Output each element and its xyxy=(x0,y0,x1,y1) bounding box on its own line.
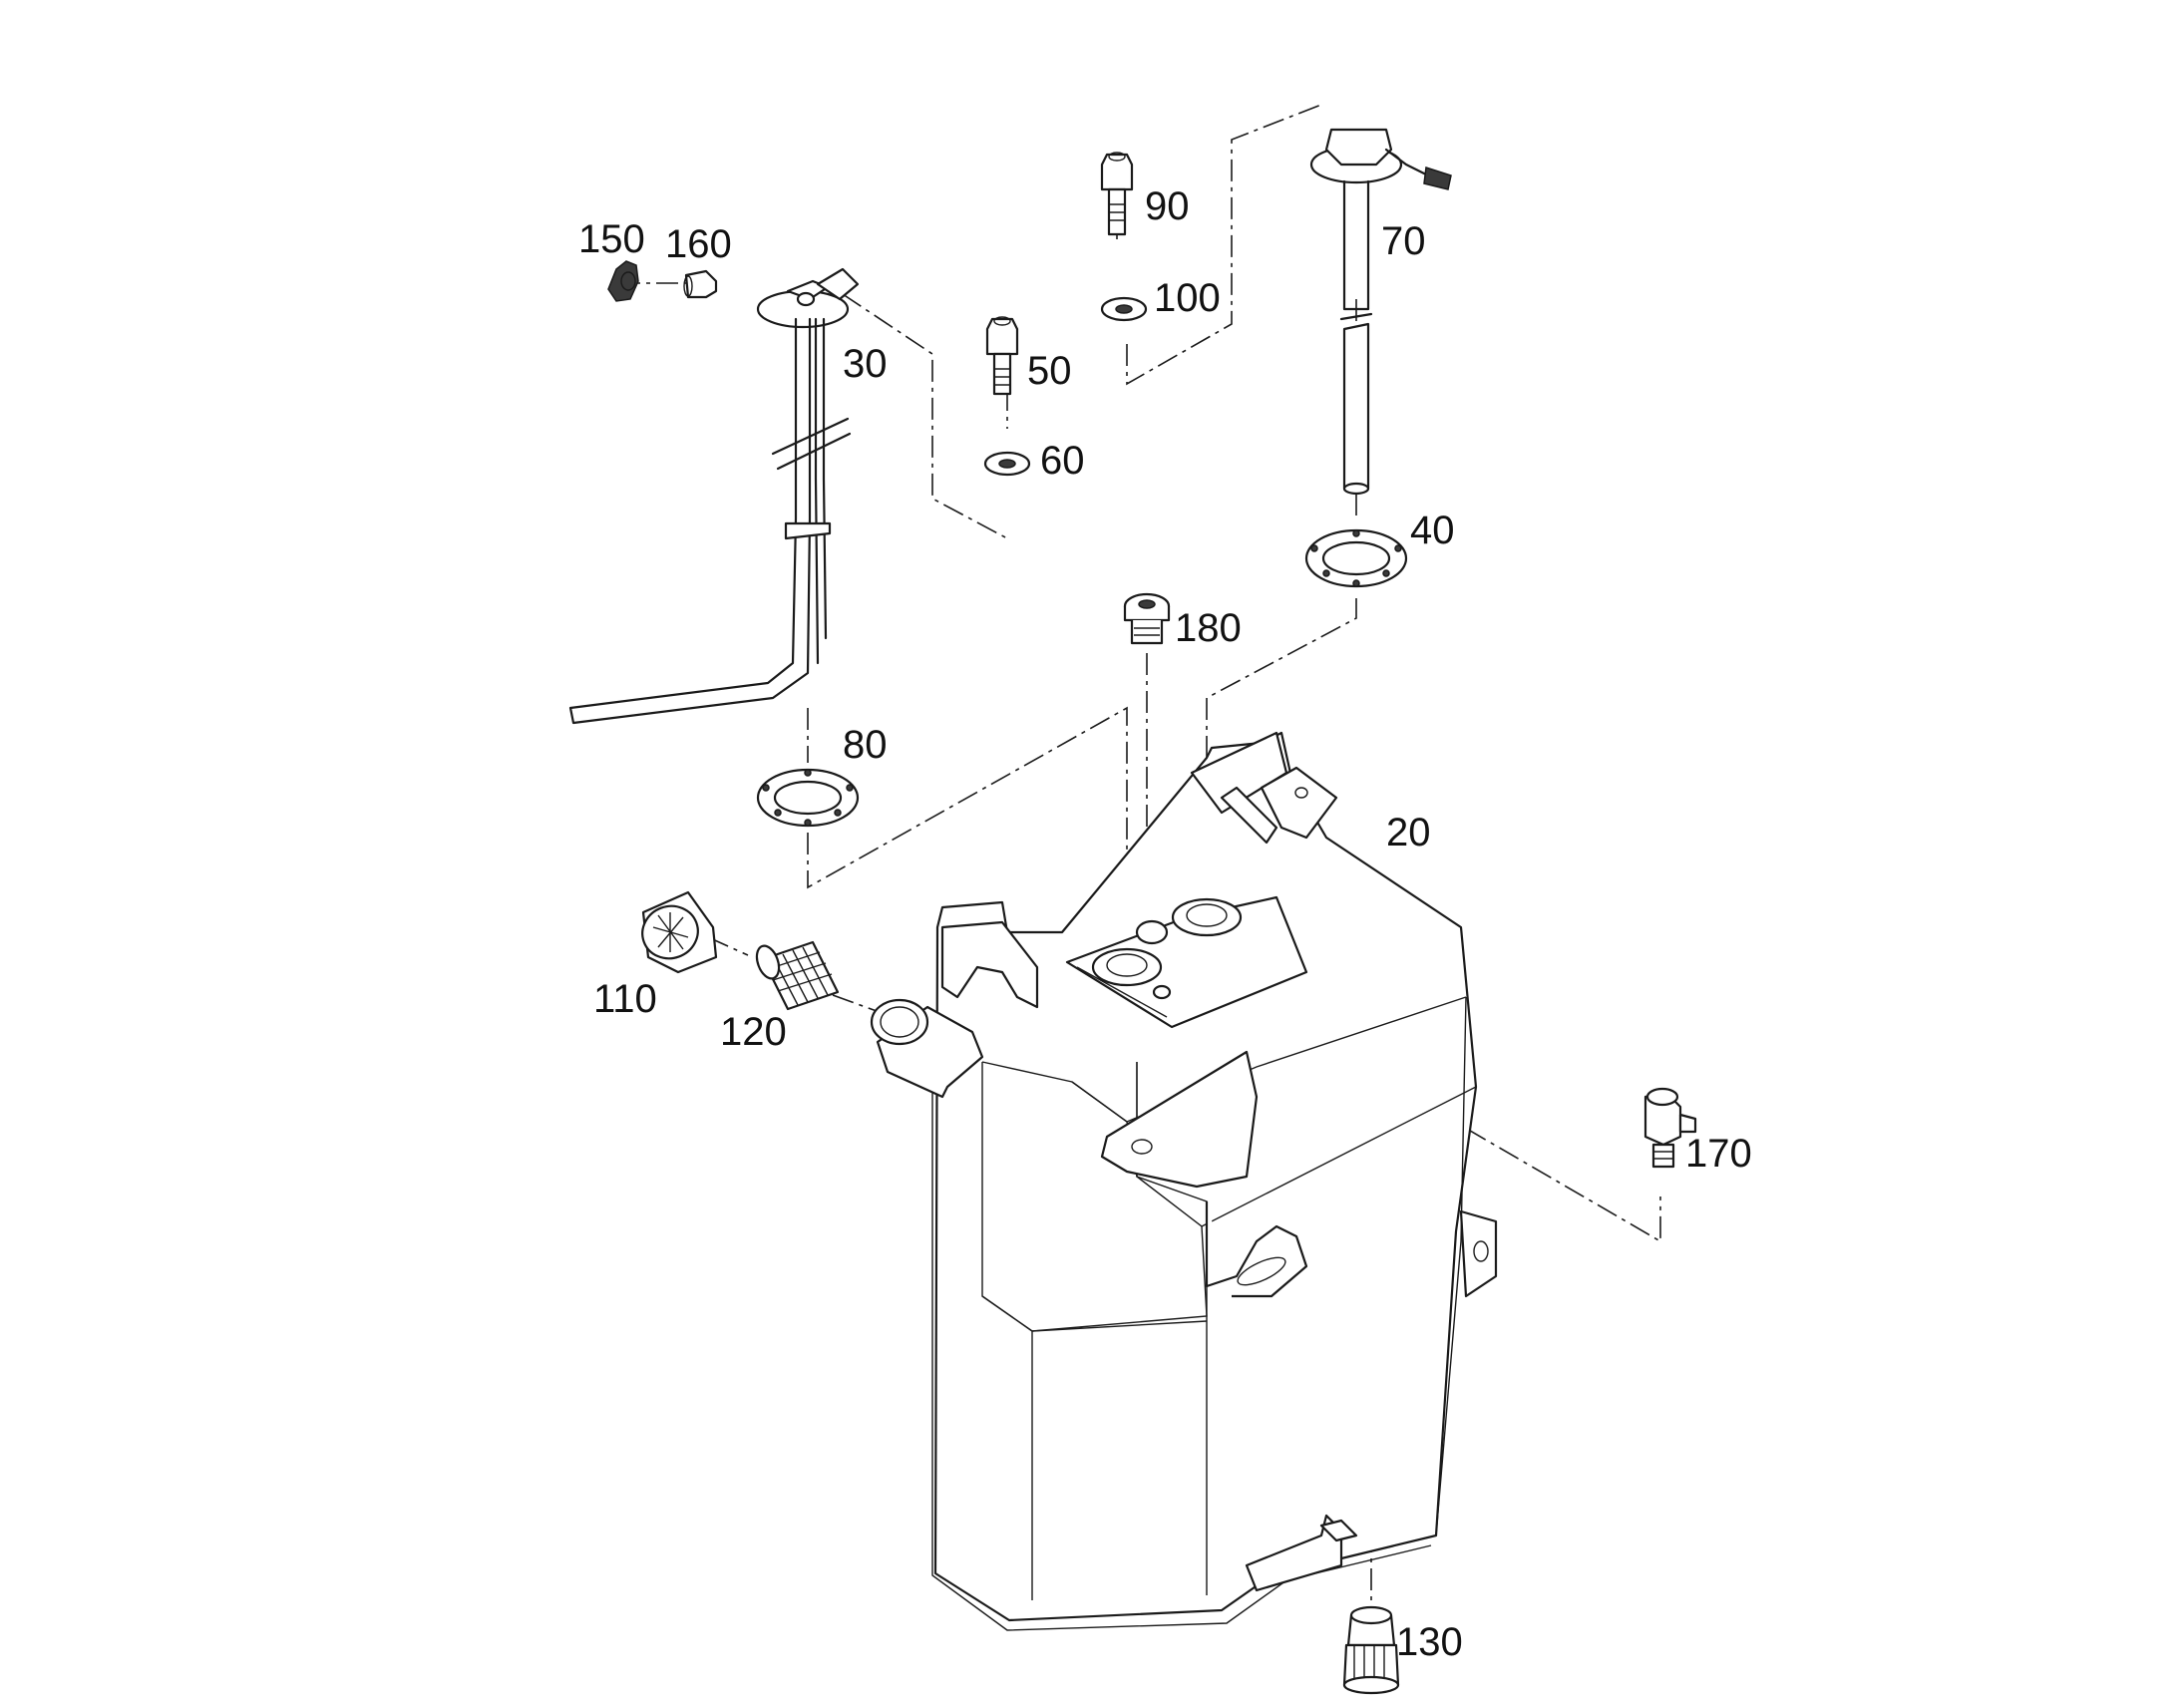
valve-170 xyxy=(1643,1087,1697,1169)
bolt-90 xyxy=(1100,152,1134,236)
fitting-150 xyxy=(607,260,639,302)
callout-40: 40 xyxy=(1410,509,1455,552)
callout-60: 60 xyxy=(1040,439,1085,483)
level-sender xyxy=(1309,128,1452,496)
callout-130: 130 xyxy=(1396,1620,1463,1664)
callout-110: 110 xyxy=(593,977,657,1021)
callout-30: 30 xyxy=(843,342,888,386)
callout-180: 180 xyxy=(1175,606,1242,650)
strainer xyxy=(755,940,840,1011)
bolt-50 xyxy=(985,316,1019,396)
plug-180 xyxy=(1123,592,1171,645)
gasket-80 xyxy=(756,768,860,828)
callout-150: 150 xyxy=(578,217,645,261)
callout-170: 170 xyxy=(1685,1132,1752,1176)
washer-60 xyxy=(983,451,1031,477)
callout-160: 160 xyxy=(665,222,732,266)
fitting-160 xyxy=(683,269,718,299)
filler-cap xyxy=(641,890,718,974)
drain-plug-130 xyxy=(1342,1605,1400,1695)
suction-pipe-assembly xyxy=(568,267,860,725)
callout-80: 80 xyxy=(843,723,888,767)
fuel-tank xyxy=(870,731,1498,1631)
callout-120: 120 xyxy=(720,1010,787,1054)
callout-90: 90 xyxy=(1145,184,1190,228)
callout-20: 20 xyxy=(1386,811,1431,854)
washer-100 xyxy=(1100,296,1148,322)
callout-50: 50 xyxy=(1027,349,1072,393)
callout-100: 100 xyxy=(1154,276,1221,320)
gasket-40 xyxy=(1304,528,1408,588)
callout-70: 70 xyxy=(1381,219,1426,263)
callout-labels: 20 30 40 50 60 70 80 90 100 110 120 130 … xyxy=(578,184,1752,1664)
